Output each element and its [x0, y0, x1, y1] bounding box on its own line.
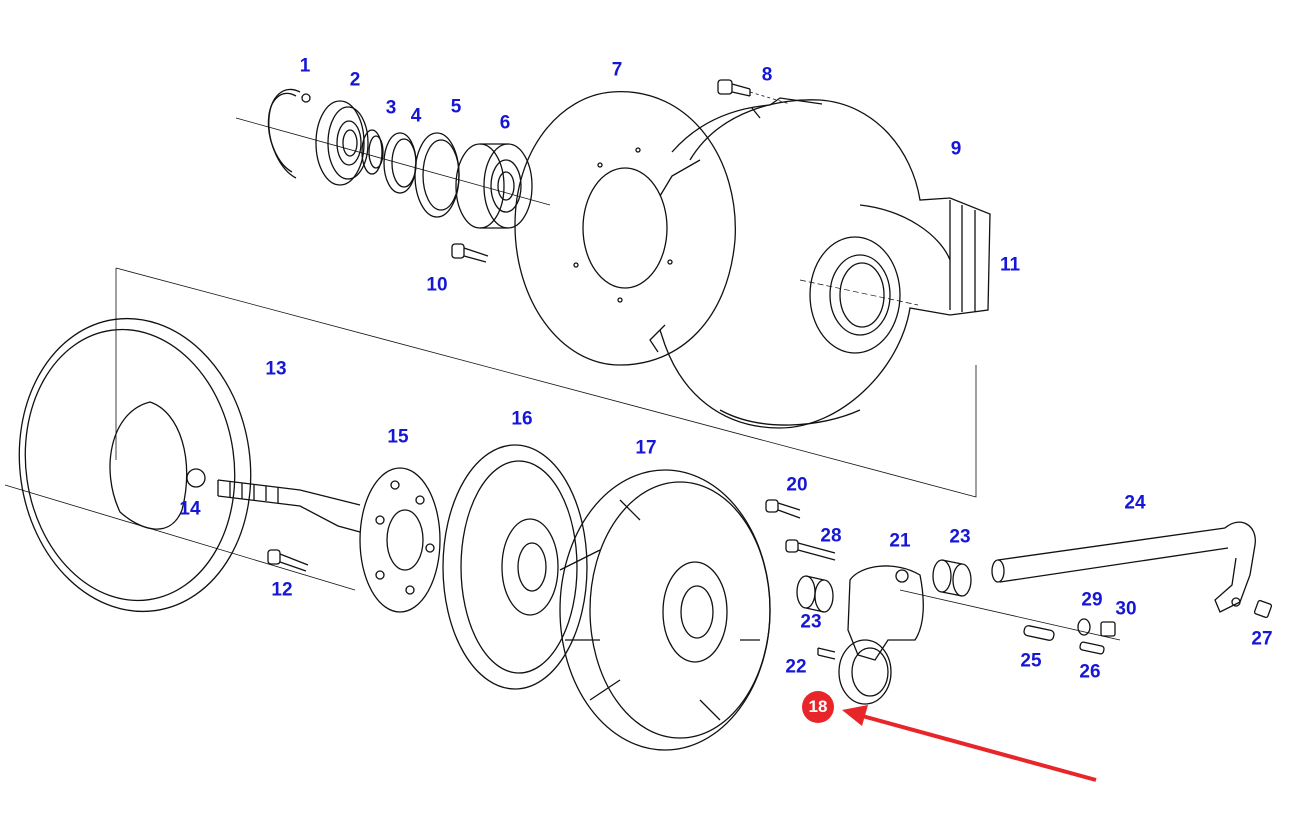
part-18-release-bearing: [838, 639, 892, 705]
part-12-bolt: [267, 549, 309, 572]
part-15-flange: [359, 467, 441, 613]
part-29-washer: [1077, 618, 1091, 636]
part-14-input-shaft: [217, 479, 361, 533]
callout-24: 24: [1124, 492, 1146, 514]
highlight-badge-18: 18: [802, 691, 834, 723]
part-6-bearing: [455, 143, 533, 229]
part-28-bolt: [785, 539, 836, 561]
callout-5: 5: [450, 96, 462, 118]
part-16-clutch-disc: [442, 444, 588, 690]
part-2-bearing-cover: [315, 100, 369, 186]
callout-21: 21: [889, 530, 911, 552]
part-24-cross-shaft: [991, 521, 1256, 613]
highlight-arrow: [842, 705, 1097, 782]
callout-17: 17: [635, 437, 657, 459]
callout-23-left: 23: [800, 611, 822, 633]
callout-30: 30: [1115, 598, 1137, 620]
callout-23-right: 23: [949, 526, 971, 548]
callout-3: 3: [385, 97, 397, 119]
callout-14: 14: [179, 498, 201, 520]
part-4-ring: [383, 132, 417, 194]
part-8-bolt: [717, 79, 751, 97]
callout-20: 20: [786, 474, 808, 496]
callout-26: 26: [1079, 661, 1101, 683]
callout-11: 11: [999, 254, 1021, 276]
callout-10: 10: [426, 274, 448, 296]
callout-4: 4: [410, 105, 422, 127]
callout-2: 2: [349, 69, 361, 91]
callout-13: 13: [265, 358, 287, 380]
part-26-pin: [1079, 641, 1105, 655]
part-1-snap-ring: [267, 88, 311, 179]
callout-8: 8: [761, 64, 773, 86]
part-22-pin: [817, 647, 836, 660]
part-17-pressure-plate: [559, 469, 771, 751]
callout-15: 15: [387, 426, 409, 448]
part-23-bushing-right: [932, 559, 972, 597]
callout-28: 28: [820, 525, 842, 547]
callout-25: 25: [1020, 650, 1042, 672]
part-13-flywheel: [4, 317, 356, 613]
callout-9: 9: [950, 138, 962, 160]
part-20-bolt: [765, 499, 801, 519]
top-axis-line: [235, 117, 551, 206]
callout-1: 1: [299, 55, 311, 77]
part-9-housing: [649, 97, 991, 429]
part-21-release-fork: [847, 565, 1121, 661]
callout-22: 22: [785, 656, 807, 678]
callout-6: 6: [499, 112, 511, 134]
part-7-plate: [514, 91, 736, 366]
callout-27: 27: [1251, 628, 1273, 650]
callout-16: 16: [511, 408, 533, 430]
part-30-nut: [1100, 621, 1116, 637]
part-25-pin: [1023, 625, 1055, 641]
callout-7: 7: [611, 59, 623, 81]
part-23-bushing-left: [796, 575, 834, 613]
part-10-bolt: [451, 243, 489, 263]
part-3-ring: [361, 129, 384, 175]
callout-29: 29: [1081, 589, 1103, 611]
callout-12: 12: [271, 579, 293, 601]
part-5-spacer: [414, 132, 460, 218]
part-27-nut: [1253, 599, 1273, 619]
